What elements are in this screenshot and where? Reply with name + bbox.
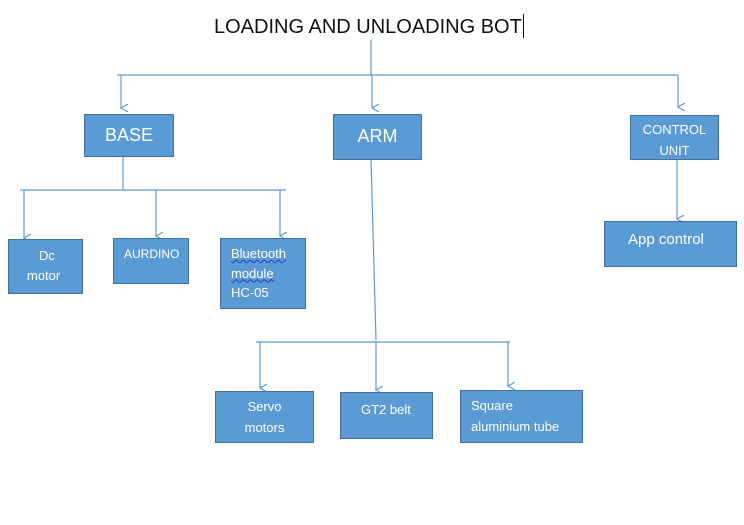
node-square-aluminium-tube: Square aluminium tube	[460, 390, 583, 443]
node-arm-label: ARM	[357, 126, 398, 146]
node-control-unit: CONTROL UNIT	[630, 115, 719, 160]
node-bluetooth-line1: Bluetooth	[231, 246, 286, 261]
node-gt2-belt: GT2 belt	[340, 392, 433, 439]
node-bluetooth-line3: HC-05	[231, 285, 269, 300]
node-control-unit-line1: CONTROL	[642, 122, 707, 137]
node-bluetooth-module: Bluetooth module HC-05	[220, 238, 306, 309]
node-gt2-label: GT2 belt	[361, 402, 411, 417]
diagram-title-text: LOADING AND UNLOADING BOT	[214, 16, 522, 38]
node-dc-motor: Dc motor	[8, 239, 83, 294]
arm-stem	[370, 158, 377, 341]
node-dc-motor-line1: Dc	[39, 248, 55, 263]
node-control-unit-line2: UNIT	[659, 142, 690, 158]
node-servo-line1: Servo	[247, 399, 282, 414]
node-aurdino: AURDINO	[113, 238, 189, 284]
node-servo-motors: Servo motors	[215, 391, 314, 443]
node-app-control-label: App control	[628, 231, 704, 248]
node-servo-line2: motors	[244, 419, 285, 435]
text-cursor	[522, 14, 524, 38]
node-bluetooth-line2: module	[231, 265, 274, 281]
node-aurdino-label: AURDINO	[124, 247, 180, 261]
node-base-label: BASE	[104, 125, 154, 145]
node-dc-motor-line2: motor	[27, 268, 61, 284]
node-square-tube-line1: Square	[471, 398, 513, 413]
node-app-control: App control	[604, 221, 737, 267]
node-square-tube-line2: aluminium tube	[471, 418, 560, 434]
node-base: BASE	[84, 114, 174, 157]
node-arm: ARM	[333, 114, 422, 160]
diagram-title: LOADING AND UNLOADING BOT	[214, 14, 524, 39]
